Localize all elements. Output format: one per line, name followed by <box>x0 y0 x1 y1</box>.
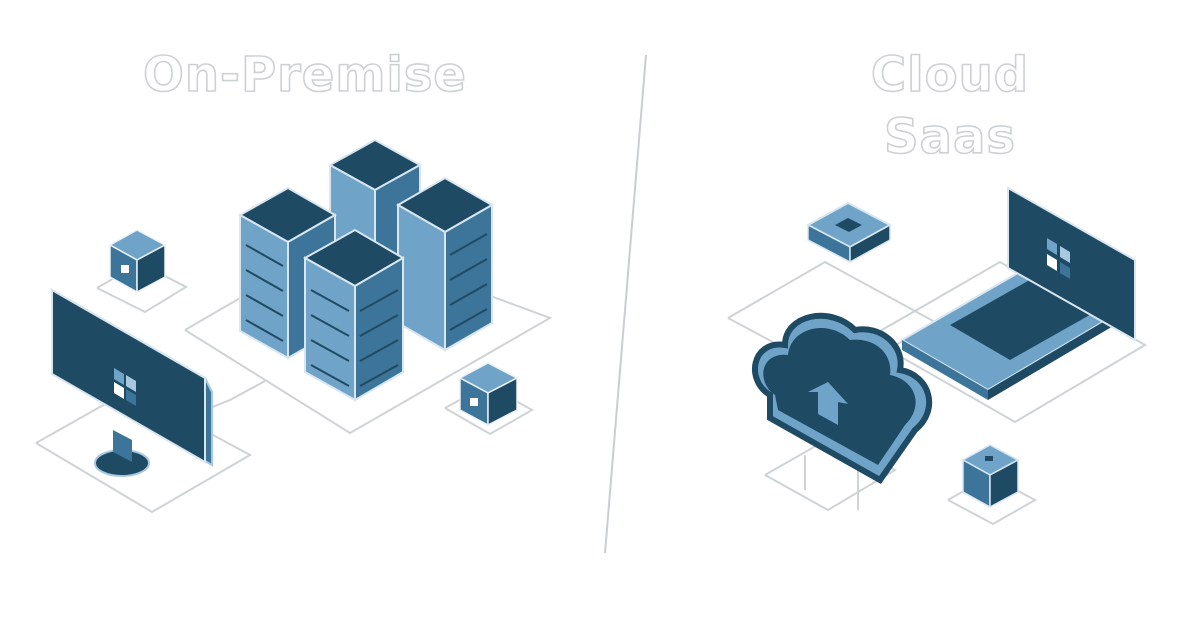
cloud-saas-heading: Cloud Saas <box>820 44 1080 168</box>
on-premise-heading: On-Premise <box>142 46 467 104</box>
divider-line <box>604 54 647 554</box>
cube-icon <box>458 362 519 427</box>
connector-line <box>764 433 897 512</box>
laptop-icon <box>900 186 1136 400</box>
upload-arrow-icon <box>808 382 848 425</box>
cloud-icon <box>752 312 933 484</box>
cube-icon <box>108 229 167 294</box>
server-rack <box>395 176 495 352</box>
monitor-icon <box>50 288 213 477</box>
cloud-heading-line1: Cloud <box>870 46 1030 104</box>
cloud-heading-line2: Saas <box>883 108 1016 166</box>
connector-line <box>35 388 253 514</box>
cube-icon <box>961 444 1020 509</box>
server-rack <box>302 228 405 402</box>
router-icon <box>805 201 893 264</box>
connector-line <box>867 260 1147 424</box>
